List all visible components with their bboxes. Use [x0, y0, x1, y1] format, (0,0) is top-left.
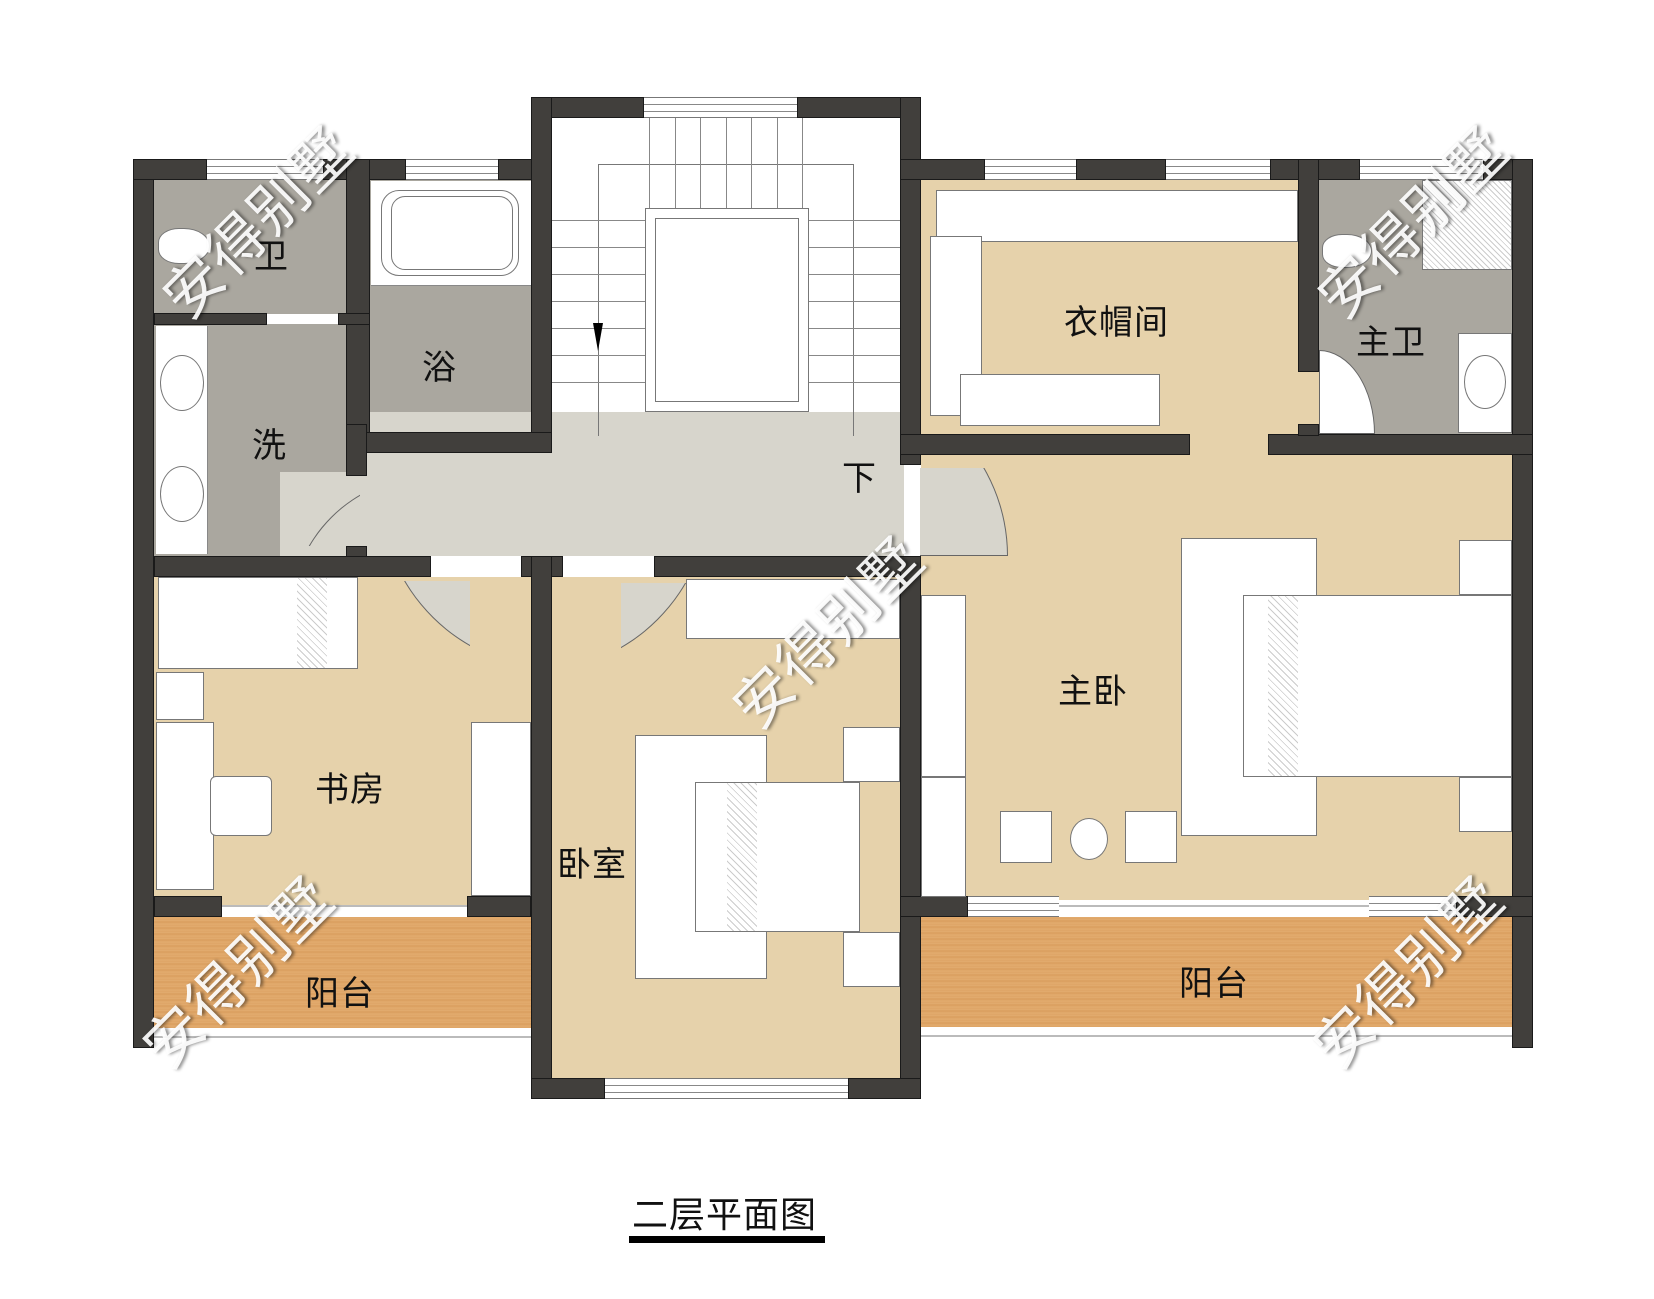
wall-study-bottom-a: [154, 896, 222, 917]
room-label-wash: 洗: [252, 426, 287, 466]
window-bedroom: [605, 1078, 848, 1099]
study-desk-icon: [156, 722, 214, 890]
bedroom-bed-blanket: [727, 783, 757, 931]
master-toilet-icon: [1322, 234, 1372, 268]
window-toilet: [207, 159, 323, 180]
wall-top-left-a: [133, 159, 207, 180]
stair-direction-arrow-icon: [593, 323, 603, 351]
wall-toilet-bath: [346, 159, 370, 435]
wall-study-top: [154, 556, 431, 577]
title-underline: [629, 1236, 825, 1243]
room-label-bath: 浴: [422, 348, 457, 388]
closet-rail-bottom: [960, 374, 1160, 426]
wall-masterbath-bottom: [1268, 434, 1533, 455]
master-nightstand-top: [1459, 540, 1512, 595]
armchair-right-icon: [1125, 811, 1177, 863]
room-label-master-bedroom: 主卧: [1058, 672, 1128, 712]
window-closet-a: [985, 159, 1076, 180]
room-label-toilet: 卫: [254, 237, 289, 277]
tea-table-icon: [1070, 818, 1108, 860]
sink-icon-2: [160, 466, 204, 522]
balcony-right-rail: [921, 1027, 1512, 1037]
study-nightstand-icon: [156, 672, 204, 720]
wall-bedroom-bottom-left: [531, 1078, 605, 1099]
wall-closet-bottom: [900, 434, 1190, 455]
master-bed-blanket: [1268, 596, 1298, 776]
stair-landing-inner: [655, 218, 799, 402]
balcony-left-rail: [154, 1028, 531, 1038]
wall-master-bottom-right: [1456, 896, 1533, 917]
sink-icon-1: [160, 355, 204, 411]
wall-left-outer: [133, 159, 154, 1048]
balcony-left-floor: [154, 917, 531, 1028]
wall-top-right-a: [900, 159, 985, 180]
bedroom-bed-icon: [695, 782, 860, 932]
wall-master-bottom-left: [900, 896, 968, 917]
window-closet-b: [1166, 159, 1270, 180]
wall-stair-left: [531, 97, 552, 434]
closet-rail-top: [936, 190, 1298, 242]
room-label-bedroom: 卧室: [557, 845, 627, 885]
shower-icon: [1422, 180, 1512, 270]
bedroom-nightstand-bottom: [843, 932, 900, 987]
bedroom-wardrobe-icon: [686, 579, 900, 639]
wall-top-right-b: [1076, 159, 1166, 180]
room-label-balcony-right: 阳台: [1179, 964, 1249, 1004]
wall-toilet-bottom-b: [338, 313, 370, 325]
master-wardrobe-lower: [921, 777, 966, 897]
armchair-left-icon: [1000, 811, 1052, 863]
wall-bedroom-right: [900, 556, 921, 1099]
study-chair-icon: [210, 776, 272, 836]
study-bed-icon: [158, 577, 358, 669]
room-label-master-bath: 主卫: [1356, 323, 1426, 363]
room-label-study: 书房: [315, 770, 385, 810]
master-nightstand-bottom: [1459, 777, 1512, 832]
bathtub-inner: [391, 196, 513, 270]
wall-closet-bath: [1298, 159, 1319, 372]
balcony-right-floor: [921, 915, 1512, 1027]
window-master-bath: [1360, 159, 1483, 180]
window-master-right: [1369, 896, 1456, 917]
sliding-door-master: [1059, 905, 1369, 917]
wall-toilet-bottom: [154, 313, 267, 325]
wall-study-bottom-b: [467, 896, 531, 917]
stair-down-label: 下: [842, 459, 877, 499]
wall-study-bedroom: [531, 556, 552, 1099]
study-bed-blanket: [297, 578, 327, 668]
sliding-door-study: [222, 905, 467, 917]
wall-wash-stub: [346, 424, 367, 476]
toilet-fixture-icon: [158, 228, 210, 264]
wall-right-outer: [1512, 159, 1533, 1048]
wall-bedroom-bottom-right: [848, 1078, 921, 1099]
window-stair: [644, 97, 797, 118]
bedroom-nightstand-top: [843, 727, 900, 782]
drawing-title: 二层平面图: [632, 1195, 818, 1236]
master-sink-icon: [1464, 355, 1506, 409]
stair-landing: [645, 208, 809, 412]
window-master-left: [968, 896, 1059, 917]
study-wardrobe-icon: [471, 722, 531, 896]
wall-stair-right: [900, 97, 921, 465]
master-wardrobe-icon: [921, 595, 966, 777]
room-label-closet: 衣帽间: [1064, 303, 1169, 343]
room-label-balcony-left: 阳台: [305, 974, 375, 1014]
window-bath: [406, 159, 498, 180]
wall-masterbath-stub: [1298, 424, 1319, 436]
wall-bath-bottom: [346, 432, 552, 453]
